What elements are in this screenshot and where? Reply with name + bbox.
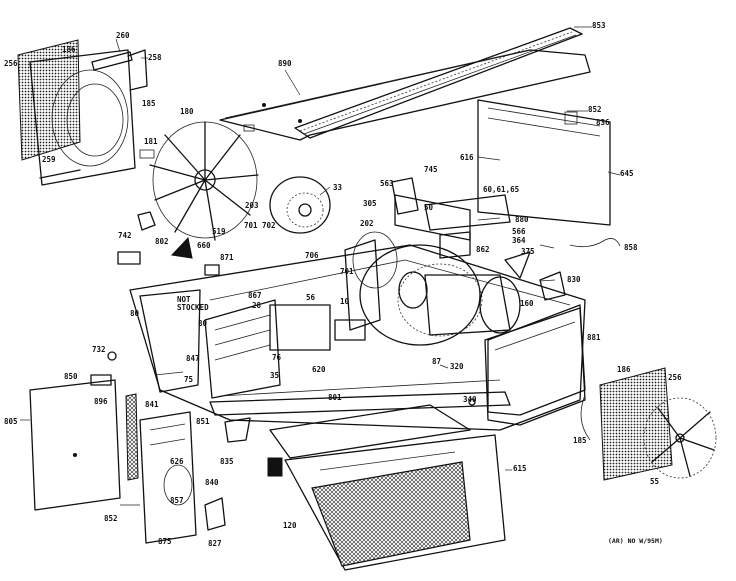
callout-850: 850 [64,372,78,381]
callout-305: 305 [363,199,377,208]
callout-33: 33 [333,183,343,192]
callout-858: 858 [624,243,638,252]
small-parts [90,177,621,531]
callout-260: 260 [116,31,130,40]
rail-853 [294,27,583,139]
callout-801: 801 [328,393,342,402]
callout-563: 563 [380,179,394,188]
condenser-fan-55 [580,367,717,481]
control-box [204,299,366,399]
callout-880: 880 [515,215,529,224]
callout-181: 181 [144,137,158,146]
callout-75: 75 [184,375,194,384]
callout-890: 890 [278,59,292,68]
motor-blower-assembly [344,231,521,346]
callout-896: 896 [94,397,108,406]
callout-615: 615 [513,464,527,473]
callout-80-left: 80 [130,309,140,318]
top-cover-890 [219,49,591,141]
callout-836: 836 [596,118,610,127]
callout-258: 258 [148,53,162,62]
callout-827: 827 [208,539,222,548]
callout-706: 706 [305,251,319,260]
callout-701-upper: 701 [244,221,258,230]
front-panel-805 [29,379,197,544]
callout-56: 56 [306,293,316,302]
left-grille [17,39,148,186]
partition-panel [394,194,511,259]
callout-202: 202 [360,219,374,228]
callout-185-right: 185 [573,436,587,445]
callout-881: 881 [587,333,601,342]
blower-wheel-33 [269,176,331,234]
callout-519: 519 [212,227,226,236]
callout-862: 862 [476,245,490,254]
stamp-line-2: STOCKED [177,302,209,312]
callout-702: 702 [262,221,276,230]
not-stocked-stamp: NOT STOCKED [177,296,209,312]
right-side-panel-181 [487,304,586,416]
callout-875: 875 [158,537,172,546]
callout-852: 852 [588,105,602,114]
condenser-back-panel-616 [477,99,611,226]
callout-802: 802 [155,237,169,246]
leader-lines [20,26,621,506]
callout-50: 50 [424,203,434,212]
fan-blade-180 [139,121,259,241]
callout-259: 259 [42,155,56,164]
callout-871: 871 [220,253,234,262]
callout-340: 340 [463,395,477,404]
callout-320: 320 [450,362,464,371]
callout-645: 645 [620,169,634,178]
callout-76: 76 [272,353,282,362]
callout-186-right: 186 [617,365,631,374]
callout-626: 626 [170,457,184,466]
callout-256-left: 256 [4,59,18,68]
callout-28: 28 [252,301,262,310]
callout-830: 830 [567,275,581,284]
callout-620: 620 [312,365,326,374]
callout-55: 55 [650,477,660,486]
callout-867: 867 [248,291,262,300]
callout-256-right: 256 [668,373,682,382]
callout-364: 364 [512,236,526,245]
drawing-code: (AR) NO W/95M) [608,537,663,545]
callout-10: 10 [340,297,350,306]
callout-566: 566 [512,227,526,236]
base-chassis [129,244,586,431]
callout-87: 87 [432,357,442,366]
callout-852-lower: 852 [104,514,118,523]
callout-660: 660 [197,241,211,250]
callout-841: 841 [145,400,159,409]
callout-857: 857 [170,496,184,505]
callout-805: 805 [4,417,18,426]
callout-120: 120 [283,521,297,530]
callout-375: 375 [521,247,535,256]
callout-616: 616 [460,153,474,162]
callout-60-61-65: 60,61,65 [483,185,520,194]
callout-853: 853 [592,21,606,30]
callout-847: 847 [186,354,200,363]
front-grille-615 [269,404,506,571]
callout-732: 732 [92,345,106,354]
callout-186-left: 186 [62,45,76,54]
callout-742: 742 [118,231,132,240]
callout-35: 35 [270,371,280,380]
callout-745: 745 [424,165,438,174]
callout-180: 180 [180,107,194,116]
callout-203: 203 [245,201,259,210]
callout-851: 851 [196,417,210,426]
callout-185-left: 185 [142,99,156,108]
callout-160: 160 [520,299,534,308]
stamp-line-1: NOT [177,295,191,304]
callout-840: 840 [205,478,219,487]
callout-80-center: 80 [198,319,208,328]
callout-835: 835 [220,457,234,466]
callout-701-lower: 701 [340,267,354,276]
